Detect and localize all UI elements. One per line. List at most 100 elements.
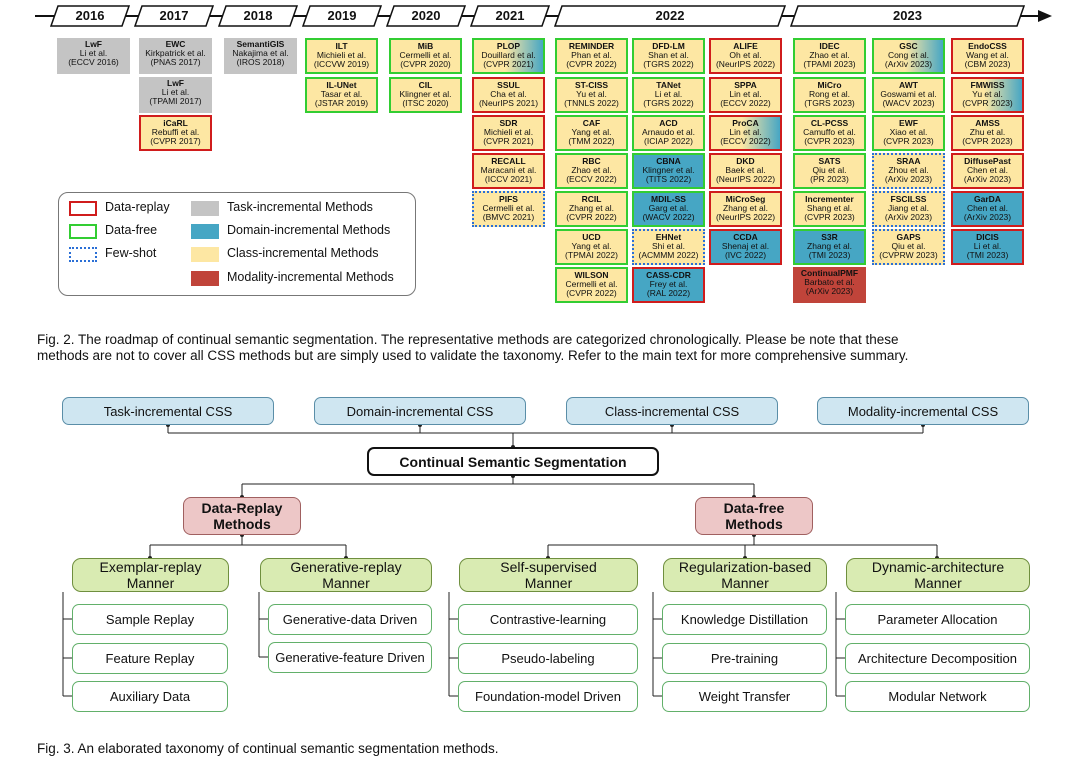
manner-line2: Manner	[721, 575, 769, 591]
manner-line2: Manner	[524, 575, 573, 591]
year-2023: 2023	[789, 5, 1026, 27]
root-box: Continual Semantic Segmentation	[367, 447, 659, 476]
leaf-parameter-allocation: Parameter Allocation	[845, 604, 1030, 635]
dr-line1: Data-Replay	[201, 500, 283, 516]
legend-modality-label: Modality-incremental Methods	[227, 270, 394, 284]
fig2-caption-line1: Fig. 2. The roadmap of continual semanti…	[37, 332, 899, 347]
year-2019: 2019	[301, 5, 383, 27]
legend: Data-replay Data-free Few-shot Task-incr…	[58, 192, 416, 296]
leaf-generative-feature-driven: Generative-feature Driven	[268, 642, 432, 673]
leaf-architecture-decomposition: Architecture Decomposition	[845, 643, 1030, 674]
year-2018: 2018	[217, 5, 299, 27]
legend-task-swatch	[191, 201, 219, 216]
class-incremental-css-box: Class-incremental CSS	[566, 397, 778, 425]
legend-replay-swatch	[69, 201, 97, 216]
leaf-contrastive-learning: Contrastive-learning	[458, 604, 638, 635]
modality-incremental-css-box: Modality-incremental CSS	[817, 397, 1029, 425]
legend-domain-label: Domain-incremental Methods	[227, 223, 391, 237]
task-incremental-css-box: Task-incremental CSS	[62, 397, 274, 425]
year-label: 2020	[411, 8, 441, 23]
dr-line2: Methods	[213, 516, 271, 532]
year-label: 2016	[75, 8, 105, 23]
fig2-caption-line2: methods are not to cover all CSS methods…	[37, 348, 909, 363]
legend-class-swatch	[191, 247, 219, 262]
year-label: 2019	[327, 8, 357, 23]
year-label: 2017	[159, 8, 189, 23]
legend-modality-swatch	[191, 271, 219, 286]
year-label: 2022	[655, 8, 685, 23]
df-line1: Data-free	[723, 500, 785, 516]
leaf-pseudo-labeling: Pseudo-labeling	[458, 643, 638, 674]
year-2016: 2016	[49, 5, 131, 27]
leaf-foundation-model-driven: Foundation-model Driven	[458, 681, 638, 712]
manner-line1: Dynamic-architecture	[871, 559, 1005, 575]
year-label: 2018	[243, 8, 273, 23]
data-replay-methods-box: Data-Replay Methods	[183, 497, 301, 535]
year-label: 2023	[893, 8, 922, 23]
legend-task-label: Task-incremental Methods	[227, 200, 373, 214]
leaf-generative-data-driven: Generative-data Driven	[268, 604, 432, 635]
domain-incremental-css-box: Domain-incremental CSS	[314, 397, 526, 425]
legend-class-label: Class-incremental Methods	[227, 246, 379, 260]
year-2020: 2020	[385, 5, 467, 27]
year-2017: 2017	[133, 5, 215, 27]
leaf-modular-network: Modular Network	[845, 681, 1030, 712]
leaf-feature-replay: Feature Replay	[72, 643, 228, 674]
manner-line2: Manner	[126, 575, 175, 591]
leaf-knowledge-distillation: Knowledge Distillation	[662, 604, 827, 635]
manner-line1: Generative-replay	[290, 559, 402, 575]
year-2021: 2021	[469, 5, 551, 27]
legend-few-swatch	[69, 247, 97, 262]
leaf-weight-transfer: Weight Transfer	[662, 681, 827, 712]
leaf-sample-replay: Sample Replay	[72, 604, 228, 635]
legend-free-swatch	[69, 224, 97, 239]
manner-line1: Exemplar-replay	[99, 559, 202, 575]
